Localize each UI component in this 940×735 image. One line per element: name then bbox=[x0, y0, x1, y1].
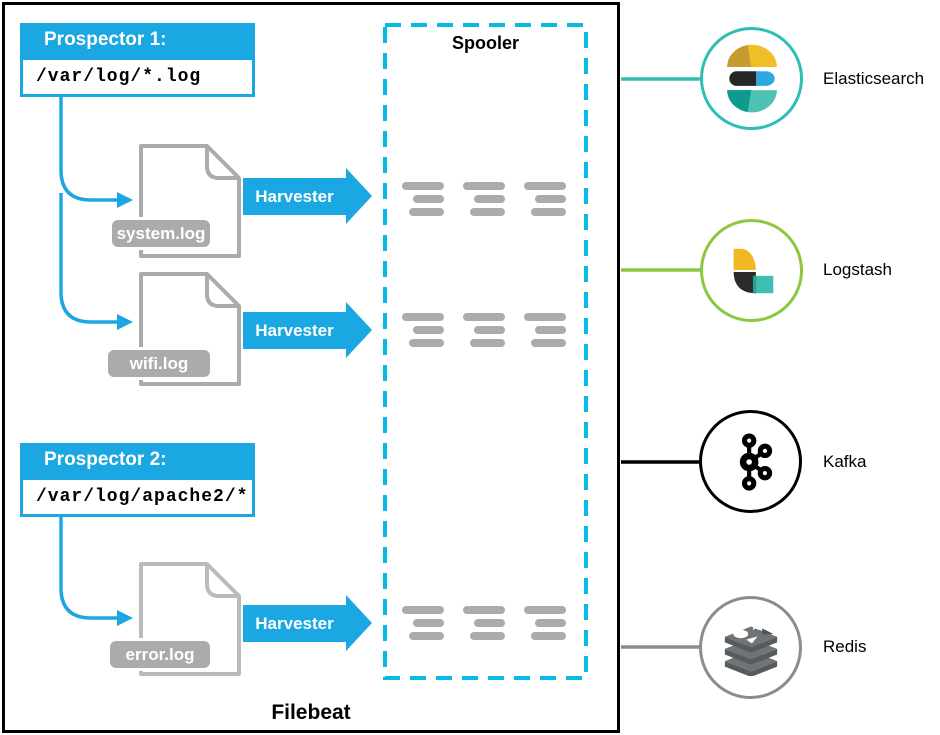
event-lines-icon bbox=[463, 313, 505, 347]
kafka-logo-icon bbox=[739, 432, 772, 491]
prospector-2-title: Prospector 2: bbox=[20, 443, 255, 477]
file-name-badge: system.log bbox=[109, 217, 213, 250]
spooler-events-row bbox=[402, 606, 566, 640]
event-lines-icon bbox=[402, 313, 444, 347]
prospector-2-path: /var/log/apache2/* bbox=[20, 477, 255, 517]
output-label-logstash: Logstash bbox=[823, 260, 892, 279]
harvester-arrow: Harvester bbox=[243, 595, 372, 651]
spooler-title: Spooler bbox=[451, 33, 519, 53]
event-lines-icon bbox=[524, 182, 566, 216]
output-label-kafka: Kafka bbox=[823, 452, 867, 471]
prospector-1-path: /var/log/*.log bbox=[20, 57, 255, 97]
spooler-box bbox=[383, 23, 588, 680]
event-lines-icon bbox=[463, 182, 505, 216]
prospector-2: Prospector 2: /var/log/apache2/* bbox=[20, 443, 255, 517]
event-lines-icon bbox=[402, 182, 444, 216]
spooler-events-row bbox=[402, 313, 566, 347]
output-label-redis: Redis bbox=[823, 637, 867, 656]
file-name-badge: error.log bbox=[107, 638, 213, 671]
filebeat-title: Filebeat bbox=[271, 701, 351, 724]
event-lines-icon bbox=[463, 606, 505, 640]
prospector-1-title: Prospector 1: bbox=[20, 23, 255, 57]
output-redis bbox=[699, 596, 802, 699]
event-lines-icon bbox=[524, 313, 566, 347]
output-elasticsearch bbox=[700, 27, 803, 130]
output-logstash bbox=[700, 219, 803, 322]
output-kafka bbox=[699, 410, 802, 513]
harvester-arrow: Harvester bbox=[243, 168, 372, 224]
prospector-1: Prospector 1: /var/log/*.log bbox=[20, 23, 255, 97]
elasticsearch-logo-icon bbox=[726, 44, 777, 112]
event-lines-icon bbox=[402, 606, 444, 640]
event-lines-icon bbox=[524, 606, 566, 640]
file-name-badge: wifi.log bbox=[105, 347, 213, 380]
logstash-logo-icon bbox=[733, 248, 773, 293]
spooler-events-row bbox=[402, 182, 566, 216]
harvester-arrow: Harvester bbox=[243, 302, 372, 358]
redis-logo-icon bbox=[724, 620, 777, 676]
output-label-elasticsearch: Elasticsearch bbox=[823, 69, 925, 88]
